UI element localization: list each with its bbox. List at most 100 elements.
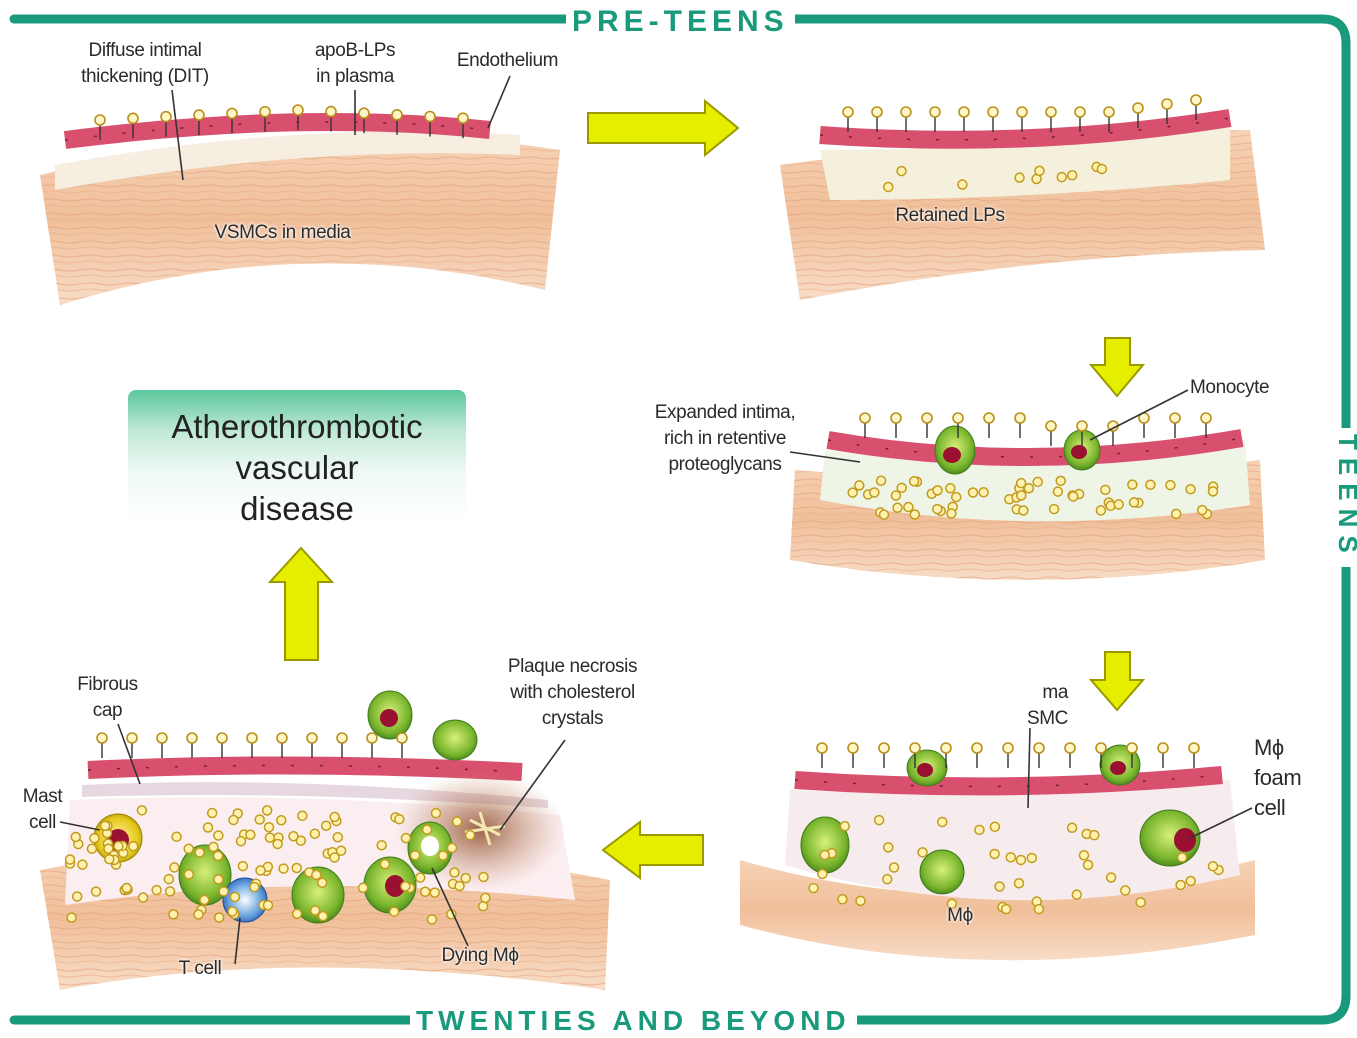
lipoprotein-particle — [930, 107, 940, 117]
retained-lipoprotein — [122, 883, 131, 892]
lipoprotein-particle — [95, 115, 105, 125]
retained-lipoprotein — [215, 913, 224, 922]
retained-lipoprotein — [910, 477, 919, 486]
lipoprotein-particle — [128, 113, 138, 123]
retained-lipoprotein — [330, 812, 339, 821]
label-endothelium: Endothelium — [440, 48, 575, 74]
retained-lipoprotein — [455, 881, 464, 890]
arrow-left-1 — [603, 822, 703, 878]
retained-lipoprotein — [897, 483, 906, 492]
retained-lipoprotein — [1050, 505, 1059, 514]
label-necrosis-1: Plaque necrosis — [480, 654, 665, 680]
retained-lipoprotein — [277, 816, 286, 825]
retained-lipoprotein — [90, 834, 99, 843]
retained-lipoprotein — [933, 505, 942, 514]
retained-lipoprotein — [169, 910, 178, 919]
label-expanded-2: rich in retentive — [625, 426, 825, 452]
label-intima: ma SMC — [990, 680, 1068, 732]
retained-lipoprotein — [292, 863, 301, 872]
lipoprotein-particle — [879, 743, 889, 753]
lipoprotein-particle — [1065, 743, 1075, 753]
lipoprotein-particle — [922, 413, 932, 423]
label-dit-2: thickening (DIT) — [60, 64, 230, 90]
retained-lipoprotein — [1208, 862, 1217, 871]
retained-lipoprotein — [427, 915, 436, 924]
retained-lipoprotein — [897, 167, 906, 176]
retained-lipoprotein — [918, 848, 927, 857]
outcome-line-1: Atherothrombotic — [128, 406, 466, 447]
label-expanded: Expanded intima, rich in retentive prote… — [625, 400, 825, 478]
retained-lipoprotein — [1033, 477, 1042, 486]
retained-lipoprotein — [1006, 853, 1015, 862]
retained-lipoprotein — [152, 886, 161, 895]
arrow-down-1 — [1091, 338, 1143, 396]
lipoprotein-particle — [1201, 413, 1211, 423]
panel-dit — [40, 122, 560, 305]
retained-lipoprotein — [855, 481, 864, 490]
label-intima-2: SMC — [990, 706, 1068, 732]
retained-lipoprotein — [411, 851, 420, 860]
retained-lipoprotein — [195, 848, 204, 857]
arrow-right-1 — [588, 101, 738, 155]
outcome-line-2: vascular — [128, 447, 466, 488]
lipoprotein-particle — [458, 113, 468, 123]
lipoprotein-particle — [1189, 743, 1199, 753]
retained-lipoprotein — [1121, 886, 1130, 895]
retained-lipoprotein — [479, 873, 488, 882]
retained-lipoprotein — [1090, 831, 1099, 840]
label-tcell: T cell — [165, 956, 235, 982]
retained-lipoprotein — [870, 488, 879, 497]
lipoprotein-particle — [161, 112, 171, 122]
retained-lipoprotein — [879, 510, 888, 519]
lipoprotein-particle — [1017, 107, 1027, 117]
retained-lipoprotein — [256, 866, 265, 875]
retained-lipoprotein — [246, 830, 255, 839]
retained-lipoprotein — [979, 488, 988, 497]
retained-lipoprotein — [891, 491, 900, 500]
lipoprotein-particle — [326, 107, 336, 117]
retained-lipoprotein — [1034, 905, 1043, 914]
retained-lipoprotein — [310, 829, 319, 838]
retained-lipoprotein — [884, 843, 893, 852]
retained-lipoprotein — [1016, 855, 1025, 864]
retained-lipoprotein — [273, 839, 282, 848]
lipoprotein-particle — [817, 743, 827, 753]
retained-lipoprotein — [229, 815, 238, 824]
retained-lipoprotein — [322, 821, 331, 830]
retained-lipoprotein — [875, 816, 884, 825]
stage-twenties: TWENTIES AND BEYOND — [410, 1004, 857, 1038]
retained-lipoprotein — [938, 817, 947, 826]
lipoprotein-particle — [1034, 743, 1044, 753]
label-mast-cell: Mast cell — [10, 784, 75, 836]
lipoprotein-particle — [217, 733, 227, 743]
retained-lipoprotein — [995, 882, 1004, 891]
retained-lipoprotein — [933, 486, 942, 495]
lipoprotein-particle — [157, 733, 167, 743]
lipoprotein-particle — [1191, 95, 1201, 105]
retained-lipoprotein — [1101, 485, 1110, 494]
lipoprotein-particle — [1104, 107, 1114, 117]
lipoprotein-particle — [901, 107, 911, 117]
retained-lipoprotein — [214, 831, 223, 840]
stage-teens: TEENS — [1331, 428, 1357, 567]
retained-lipoprotein — [298, 811, 307, 820]
label-mast-1: Mast — [10, 784, 75, 810]
label-apob: apoB-LPs in plasma — [290, 38, 420, 90]
label-foam-3: cell — [1254, 793, 1301, 823]
label-apob-2: in plasma — [290, 64, 420, 90]
retained-lipoprotein — [184, 870, 193, 879]
retained-lipoprotein — [809, 884, 818, 893]
lipoprotein-particle — [1162, 99, 1172, 109]
label-dit-1: Diffuse intimal — [60, 38, 230, 64]
retained-lipoprotein — [114, 842, 123, 851]
retained-lipoprotein — [184, 844, 193, 853]
label-retained: Retained LPs — [875, 203, 1025, 229]
retained-lipoprotein — [1068, 823, 1077, 832]
lipoprotein-particle — [988, 107, 998, 117]
retained-lipoprotein — [450, 868, 459, 877]
lipoprotein-particle — [260, 107, 270, 117]
retained-lipoprotein — [263, 806, 272, 815]
retained-lipoprotein — [1002, 905, 1011, 914]
retained-lipoprotein — [219, 887, 228, 896]
lipoprotein-particle — [872, 107, 882, 117]
